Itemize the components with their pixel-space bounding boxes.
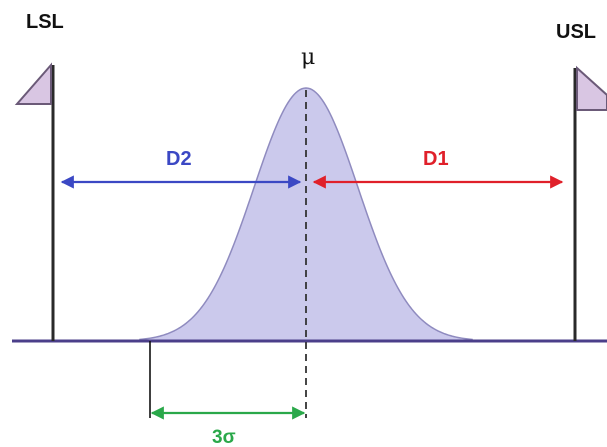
d1-label: D1 xyxy=(423,148,449,170)
flag-icon xyxy=(576,65,607,111)
usl-label: USL xyxy=(556,21,596,43)
flag-icon xyxy=(14,62,52,105)
lsl-label: LSL xyxy=(26,11,64,33)
d2-label: D2 xyxy=(166,148,192,170)
mu-label: μ xyxy=(301,45,315,70)
three-sigma-label: 3σ xyxy=(212,427,236,447)
